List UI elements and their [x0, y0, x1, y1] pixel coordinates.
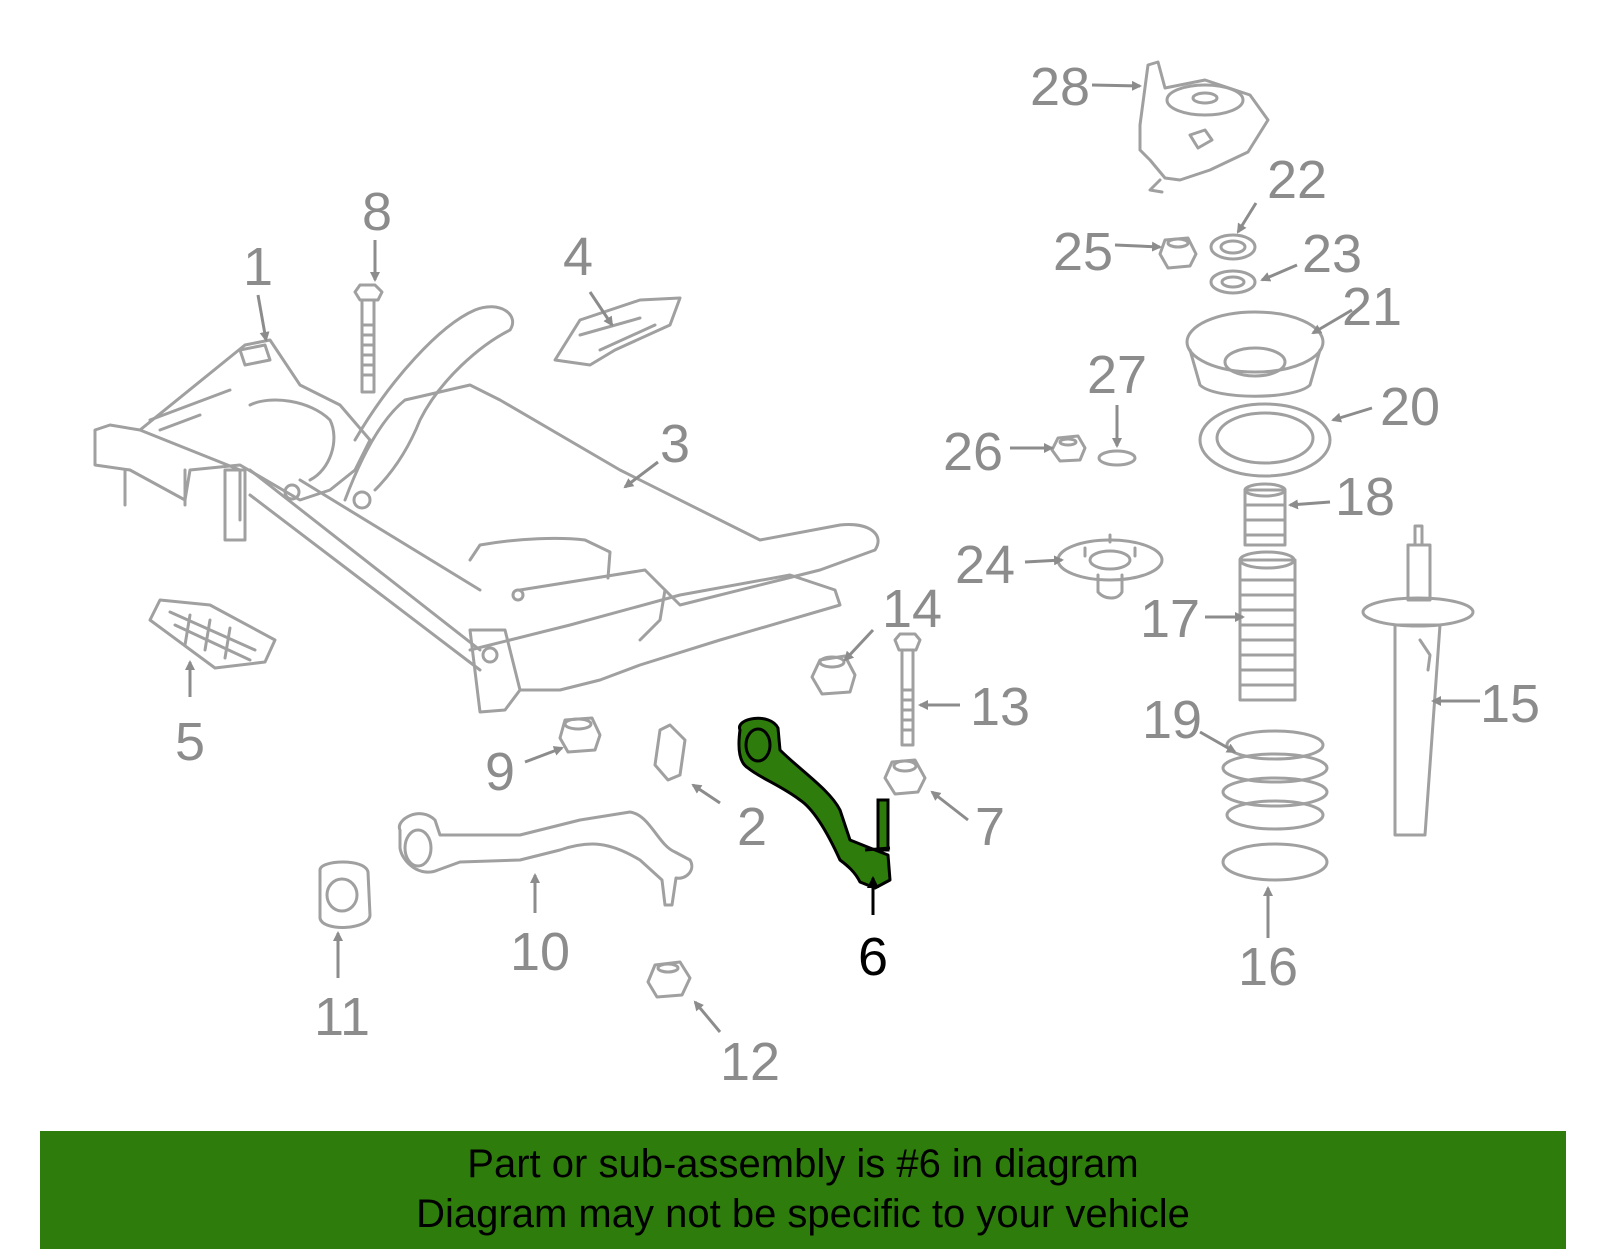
label-12: 12	[720, 1032, 780, 1092]
label-11: 11	[314, 987, 370, 1047]
label-24: 24	[955, 535, 1015, 595]
label-25: 25	[1053, 222, 1113, 282]
label-15: 15	[1480, 674, 1540, 734]
washer-23-part	[1209, 269, 1257, 295]
plug-27-part	[1097, 449, 1137, 467]
label-3: 3	[660, 414, 690, 474]
subframe-part	[93, 338, 482, 672]
spring-pad-16-part	[1221, 842, 1329, 882]
label-1: 1	[243, 237, 273, 297]
upper-mount-28-part	[1138, 60, 1270, 194]
label-2: 2	[737, 797, 767, 857]
leader-lines	[185, 80, 1480, 1033]
coil-spring-19-part	[1221, 729, 1329, 831]
spring-seat-20-part	[1198, 402, 1332, 478]
label-22: 22	[1267, 150, 1327, 210]
label-20: 20	[1380, 377, 1440, 437]
label-5: 5	[175, 712, 205, 772]
label-14: 14	[882, 579, 942, 639]
label-4: 4	[563, 227, 593, 287]
info-banner: Part or sub-assembly is #6 in diagram Di…	[40, 1131, 1566, 1249]
bump-stop-18-part	[1243, 482, 1287, 547]
label-8: 8	[362, 182, 392, 242]
strut-15-part	[1361, 524, 1475, 837]
nut-14-part	[810, 654, 857, 696]
mount-21-part	[1185, 310, 1325, 398]
banner-line-2: Diagram may not be specific to your vehi…	[416, 1192, 1190, 1236]
label-18: 18	[1335, 467, 1395, 527]
nut-12-part	[646, 960, 692, 999]
label-6[interactable]: 6	[858, 927, 888, 987]
bolt-8-part	[353, 283, 384, 394]
label-9: 9	[485, 742, 515, 802]
crossmember-part	[343, 305, 880, 714]
nut-25-part	[1158, 236, 1198, 270]
label-21: 21	[1342, 277, 1402, 337]
nut-9-part	[558, 716, 602, 754]
nut-7-part	[883, 758, 927, 796]
control-arm-6-highlighted[interactable]	[737, 716, 892, 890]
label-27: 27	[1087, 345, 1147, 405]
label-19: 19	[1142, 690, 1202, 750]
bushing-2-part	[653, 723, 687, 782]
label-26: 26	[943, 422, 1003, 482]
washer-22-part	[1209, 233, 1257, 261]
label-23: 23	[1302, 224, 1362, 284]
nut-26-part	[1050, 434, 1087, 463]
label-10: 10	[510, 922, 570, 982]
bolt-13-part	[893, 632, 922, 747]
bushing-11-part	[318, 860, 372, 929]
label-16: 16	[1238, 937, 1298, 997]
boot-17-part	[1238, 550, 1297, 702]
label-17: 17	[1140, 589, 1200, 649]
label-28: 28	[1030, 57, 1090, 117]
control-arm-10-part	[397, 810, 694, 907]
callout-labels: 1 2 3 4 5 6 7 8 9 10 11 12 13 14 15 16 1…	[175, 57, 1540, 1092]
label-7: 7	[975, 797, 1005, 857]
bracket-part	[553, 296, 682, 367]
banner-line-1: Part or sub-assembly is #6 in diagram	[467, 1142, 1139, 1186]
skid-plate-part	[148, 598, 277, 670]
label-13: 13	[970, 677, 1030, 737]
